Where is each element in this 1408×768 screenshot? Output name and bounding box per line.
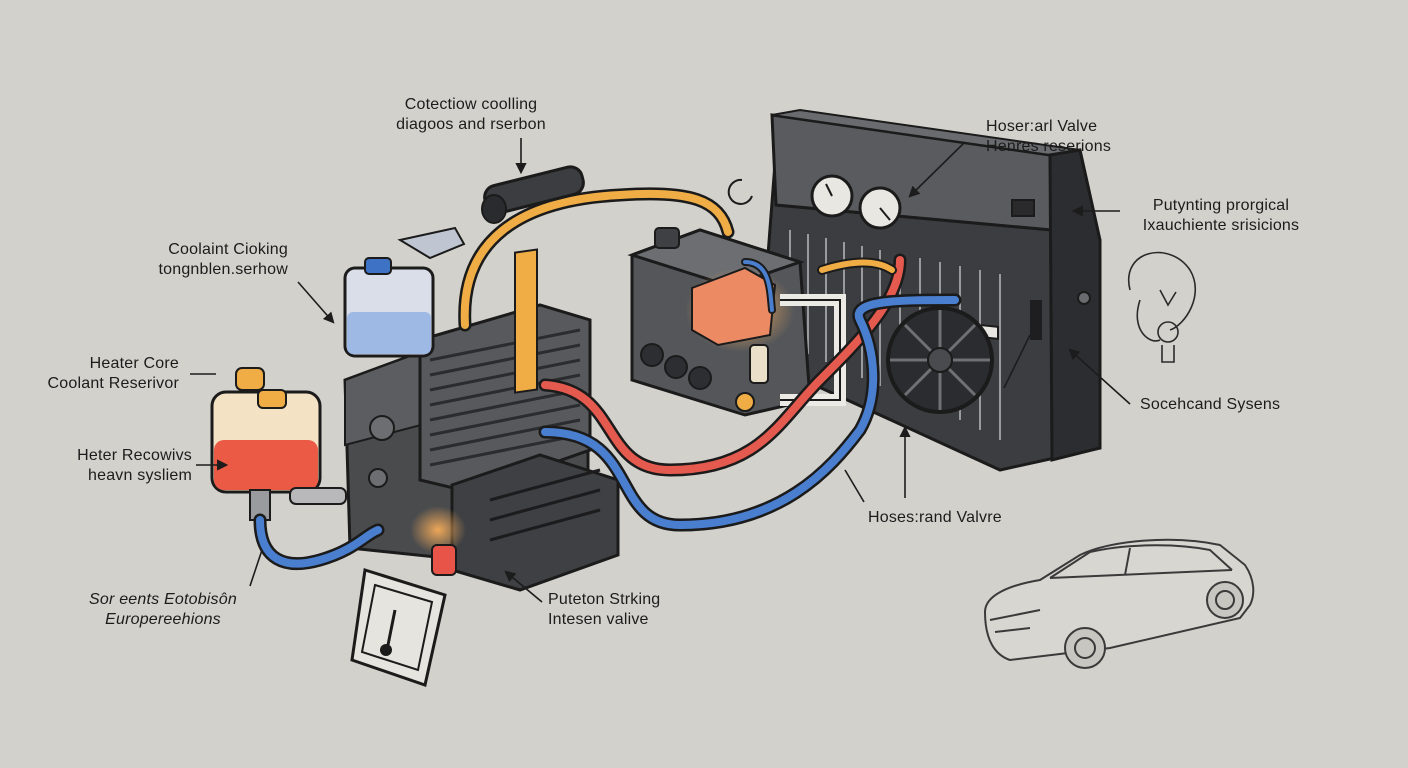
label-sor-eostbisen-line1: Sor eents Eotobisôn [89, 591, 237, 608]
label-puteton-strking-line1: Puteton Strking [548, 591, 661, 608]
label-putynting: Putynting prorgical Ixauchiente srisicio… [1116, 196, 1326, 236]
label-cooling-diag: Cotectiow coolling diagoos and rserbon [346, 95, 596, 135]
label-sor-eostbisen-line2: Europereehions [105, 611, 221, 628]
label-hoseraval-top-line2: Henres reserions [986, 138, 1112, 155]
label-coolant-cioking: Coolaint Cioking tongnblen.serhow [60, 240, 288, 280]
label-putynting-line1: Putynting prorgical [1152, 197, 1290, 214]
label-hoseraval-top-line1: Hoser:arl Valve [986, 118, 1098, 135]
hoses [253, 187, 962, 571]
label-heter-recowivs-line2: heavn sysliem [88, 467, 192, 484]
rotate-arrow-icon [727, 178, 753, 205]
heater-core [343, 248, 620, 592]
label-heater-core-line1: Heater Core [89, 355, 179, 372]
label-coolant-cioking-line2: tongnblen.serhow [158, 261, 288, 278]
label-hoses-valve: Hoses:rand Valvre [868, 508, 1048, 528]
car-icon [983, 538, 1255, 669]
label-socehand-line1: Socehcand Sysens [1140, 396, 1281, 413]
coolant-reservoir-tank [343, 226, 466, 358]
bulb-sketch-icon [1127, 251, 1196, 363]
label-heter-recowivs-line1: Heter Recowivs [77, 447, 192, 464]
label-sor-eostbisen: Sor eents Eotobisôn Europereehions [48, 590, 278, 630]
label-heater-core: Heater Core Coolant Reserivor [4, 354, 179, 394]
heater-reservoir-tank [210, 367, 347, 521]
label-hoses-valve-line1: Hoses:rand Valvre [868, 509, 1002, 526]
thermometer-sign-icon [350, 568, 447, 687]
radiator-assembly [758, 108, 1102, 472]
label-cooling-diag-line1: Cotectiow coolling [404, 96, 538, 113]
leader-lines [190, 138, 1131, 603]
label-heater-core-line2: Coolant Reserivor [47, 375, 179, 392]
label-puteton-strking-line2: Intesen valive [548, 611, 649, 628]
label-putynting-line2: Ixauchiente srisicions [1142, 217, 1300, 234]
temperature-sensor [481, 165, 585, 224]
label-coolant-cioking-line1: Coolaint Cioking [168, 241, 288, 258]
label-heter-recowivs: Heter Recowivs heavn sysliem [20, 446, 192, 486]
label-cooling-diag-line2: diagoos and rserbon [396, 116, 546, 133]
label-socehand: Socehcand Sysens [1140, 395, 1340, 415]
label-hoseraval-top: Hoser:arl Valve Henres reserions [986, 117, 1176, 157]
label-puteton-strking: Puteton Strking Intesen valive [548, 590, 728, 630]
